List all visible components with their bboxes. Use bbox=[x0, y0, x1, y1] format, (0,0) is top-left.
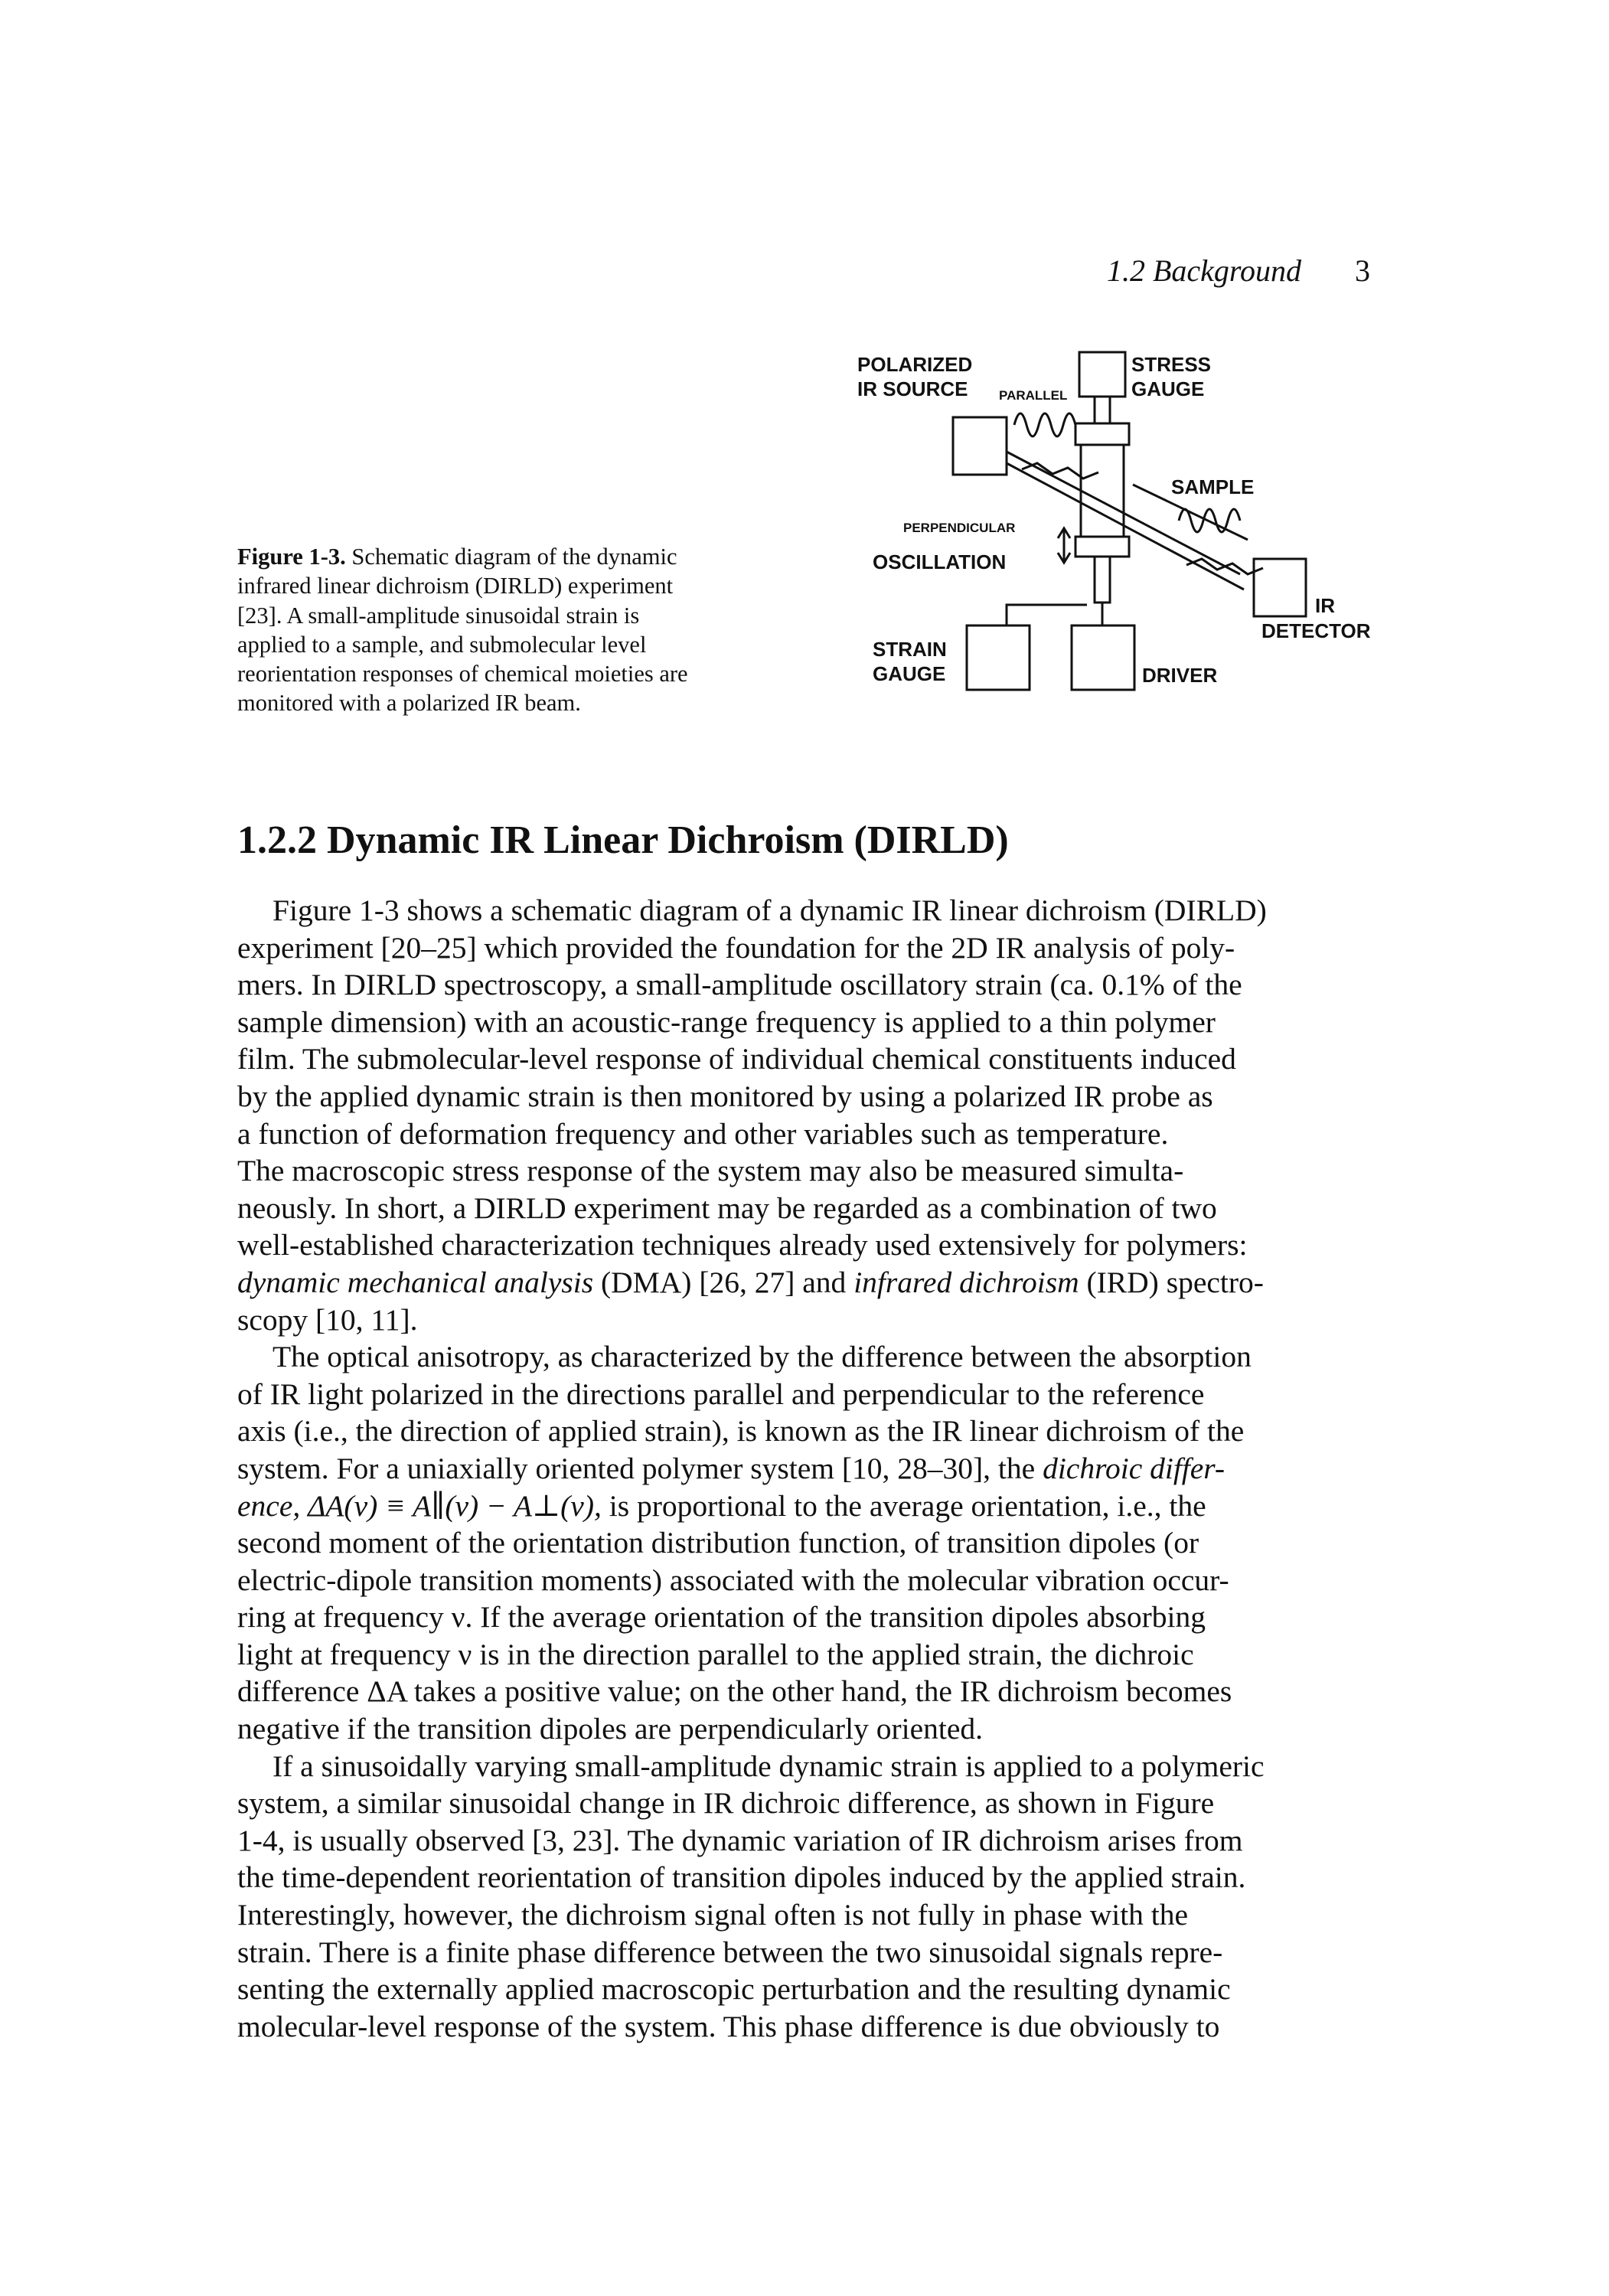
text-fragment: (DMA) [26, 27] and bbox=[593, 1265, 854, 1299]
ir-source-box bbox=[951, 416, 1008, 476]
text-line: mers. In DIRLD spectroscopy, a small-amp… bbox=[237, 968, 1242, 1002]
text-line: strain. There is a finite phase differen… bbox=[237, 1935, 1223, 1969]
stress-label: STRESS bbox=[1131, 353, 1211, 376]
text-line: electric-dipole transition moments) asso… bbox=[237, 1563, 1229, 1597]
detector-label: DETECTOR bbox=[1261, 619, 1371, 642]
text-line: scopy [10, 11]. bbox=[237, 1302, 418, 1337]
strain-label: STRAIN bbox=[873, 638, 947, 661]
text-line: If a sinusoidally varying small-amplitud… bbox=[273, 1749, 1265, 1783]
text-line: system. For a uniaxially oriented polyme… bbox=[237, 1450, 1373, 1488]
text-line: dynamic mechanical analysis (DMA) [26, 2… bbox=[237, 1264, 1373, 1302]
text-line: film. The submolecular-level response of… bbox=[237, 1042, 1236, 1076]
ird-term: infrared dichroism bbox=[853, 1265, 1079, 1299]
dichroic-formula: ΔA(ν) ≡ A∥(ν) − A⊥(ν), bbox=[300, 1488, 602, 1523]
strain-gauge-linkage bbox=[1005, 603, 1087, 625]
polarized-label: POLARIZED bbox=[857, 353, 972, 376]
dichroic-difference-term: dichroic differ- bbox=[1043, 1451, 1226, 1485]
parallel-label: PARALLEL bbox=[999, 388, 1067, 403]
text-line: The macroscopic stress response of the s… bbox=[237, 1154, 1184, 1188]
running-head-section: 1.2 Background bbox=[1106, 253, 1301, 288]
caption-line: monitored with a polarized IR beam. bbox=[237, 690, 581, 717]
dichroic-difference-term: ence, bbox=[237, 1488, 301, 1523]
text-line: a function of deformation frequency and … bbox=[237, 1116, 1169, 1151]
text-fragment: (IRD) spectro- bbox=[1079, 1265, 1264, 1299]
ir-label: IR bbox=[1315, 594, 1335, 617]
text-line: ring at frequency ν. If the average orie… bbox=[237, 1600, 1206, 1635]
section-title: 1.2.2 Dynamic IR Linear Dichroism (DIRLD… bbox=[237, 818, 1009, 862]
text-fragment: system. For a uniaxially oriented polyme… bbox=[237, 1451, 1043, 1485]
page-number: 3 bbox=[1355, 253, 1370, 288]
parallel-wave-source bbox=[1013, 412, 1077, 438]
text-line: Figure 1-3 shows a schematic diagram of … bbox=[273, 893, 1267, 927]
text-fragment: is proportional to the average orientati… bbox=[601, 1488, 1206, 1523]
strain-gauge-label: GAUGE bbox=[873, 662, 945, 685]
dirld-schematic-diagram: POLARIZED IR SOURCE PARALLEL STRESS GAUG… bbox=[857, 351, 1371, 691]
text-line: molecular-level response of the system. … bbox=[237, 2009, 1220, 2043]
text-line: neously. In short, a DIRLD experiment ma… bbox=[237, 1190, 1217, 1225]
stress-gauge-box bbox=[1078, 351, 1127, 398]
driver-box bbox=[1070, 624, 1136, 691]
text-line: system, a similar sinusoidal change in I… bbox=[237, 1786, 1215, 1821]
parallel-wave-transmitted bbox=[1177, 508, 1242, 534]
sample-pointer-line bbox=[1132, 483, 1248, 541]
text-line: the time-dependent reorientation of tran… bbox=[237, 1860, 1246, 1895]
text-line: by the applied dynamic strain is then mo… bbox=[237, 1079, 1213, 1113]
ir-source-label: IR SOURCE bbox=[857, 377, 968, 400]
driver-label: DRIVER bbox=[1142, 664, 1217, 687]
figure-caption: Figure 1-3. Schematic diagram of the dyn… bbox=[237, 542, 819, 718]
text-line: negative if the transition dipoles are p… bbox=[237, 1712, 983, 1746]
text-line: second moment of the orientation distrib… bbox=[237, 1526, 1199, 1560]
body-text: Figure 1-3 shows a schematic diagram of … bbox=[237, 892, 1373, 2045]
perpendicular-wave-source bbox=[1021, 462, 1099, 480]
oscillation-label: OSCILLATION bbox=[873, 550, 1006, 573]
ir-beam-lower bbox=[1006, 462, 1245, 591]
text-line: senting the externally applied macroscop… bbox=[237, 1972, 1231, 2007]
caption-line: applied to a sample, and submolecular le… bbox=[237, 631, 647, 658]
strain-gauge-box bbox=[965, 624, 1031, 691]
sample-label: SAMPLE bbox=[1171, 475, 1254, 498]
lower-clamp bbox=[1074, 535, 1131, 558]
text-line: well-established characterization techni… bbox=[237, 1228, 1248, 1262]
perpendicular-wave-transmitted bbox=[1186, 557, 1264, 576]
text-line: sample dimension) with an acoustic-range… bbox=[237, 1004, 1216, 1039]
figure-label: Figure 1-3. bbox=[237, 544, 346, 570]
stress-gauge-label: GAUGE bbox=[1131, 377, 1204, 400]
running-head: 1.2 Background 3 bbox=[1010, 253, 1370, 289]
ir-detector-box bbox=[1252, 557, 1307, 618]
text-line: light at frequency ν is in the direction… bbox=[237, 1637, 1194, 1671]
upper-clamp bbox=[1074, 422, 1131, 446]
text-line: ence, ΔA(ν) ≡ A∥(ν) − A⊥(ν), is proporti… bbox=[237, 1488, 1373, 1525]
text-line: Interestingly, however, the dichroism si… bbox=[237, 1898, 1189, 1932]
text-line: The optical anisotropy, as characterized… bbox=[273, 1340, 1252, 1374]
oscillation-arrow-icon bbox=[1056, 526, 1072, 565]
text-line: of IR light polarized in the directions … bbox=[237, 1377, 1205, 1411]
upper-connector bbox=[1093, 395, 1111, 425]
text-line: 1-4, is usually observed [3, 23]. The dy… bbox=[237, 1823, 1243, 1857]
caption-line: infrared linear dichroism (DIRLD) experi… bbox=[237, 573, 674, 599]
lower-connector bbox=[1093, 555, 1111, 604]
caption-line: Schematic diagram of the dynamic bbox=[345, 544, 677, 570]
dma-term: dynamic mechanical analysis bbox=[237, 1265, 594, 1299]
ir-beam-upper bbox=[1006, 450, 1241, 576]
caption-line: [23]. A small-amplitude sinusoidal strai… bbox=[237, 602, 640, 629]
text-line: experiment [20–25] which provided the fo… bbox=[237, 930, 1235, 965]
caption-line: reorientation responses of chemical moie… bbox=[237, 661, 688, 687]
text-line: difference ΔA takes a positive value; on… bbox=[237, 1674, 1232, 1709]
text-line: axis (i.e., the direction of applied str… bbox=[237, 1414, 1245, 1448]
perpendicular-label: PERPENDICULAR bbox=[903, 521, 1015, 535]
